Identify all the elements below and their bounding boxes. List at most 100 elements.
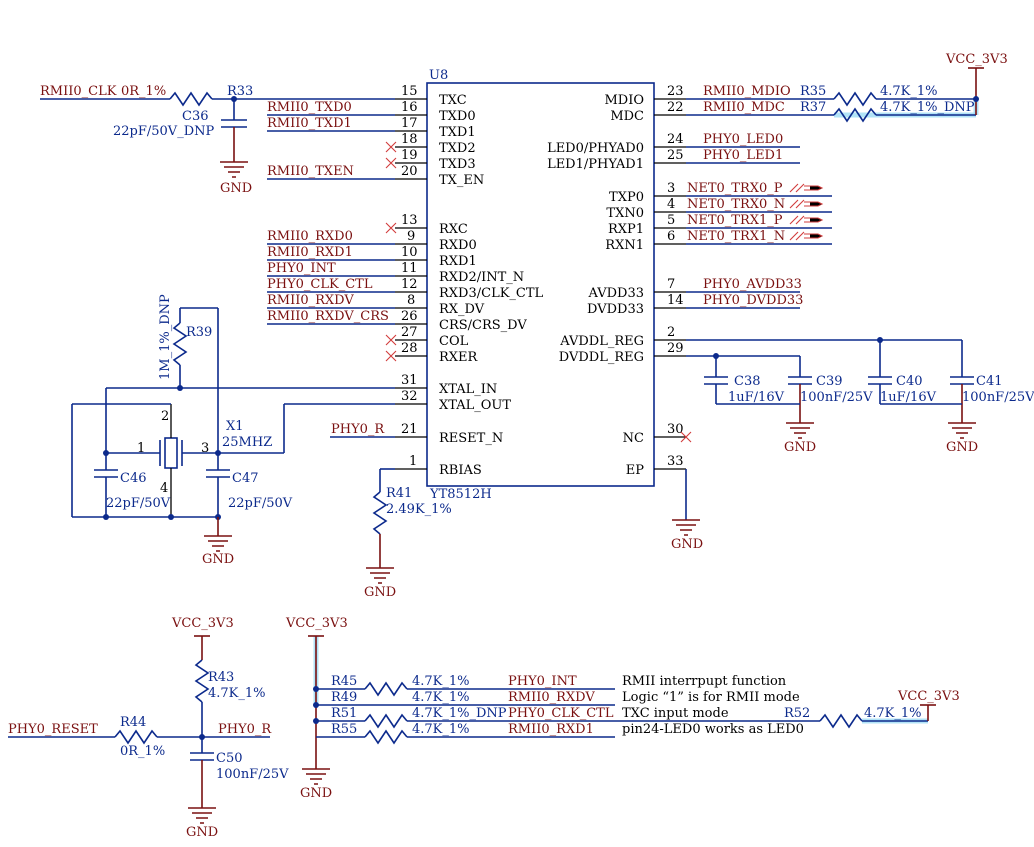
mdio-pullups: [833, 67, 984, 123]
pin-num: 25: [667, 148, 684, 163]
pin-num: 1: [409, 454, 417, 469]
r39-value: 1M_1%_DNP: [158, 294, 173, 380]
pin-name: DVDDL_REG: [559, 350, 644, 365]
c39-ref: C39: [816, 374, 843, 389]
pin-num: 16: [401, 100, 418, 115]
strap-value: 4.7K_1%: [412, 690, 470, 705]
left-pins: [395, 98, 427, 470]
pin-name: RXD3/CLK_CTL: [439, 286, 544, 301]
c38-value: 1uF/16V: [728, 390, 785, 405]
net-label: RMII0_TXD0: [267, 100, 352, 115]
no-connect-mark-pin30: [680, 431, 692, 443]
pin-num: 14: [667, 293, 684, 308]
gnd-label: GND: [671, 537, 703, 552]
net-label: NET0_TRX1_N: [687, 229, 785, 244]
strap-note: Logic “1” is for RMII mode: [622, 690, 800, 705]
gnd-label: GND: [300, 786, 332, 801]
pin-name: EP: [626, 463, 644, 478]
net-label: RMII0_TXEN: [267, 164, 354, 179]
c46-ref: C46: [120, 471, 147, 486]
strap-network: [302, 635, 936, 785]
r52-ref: R52: [784, 706, 810, 721]
net-label: RMII0_RXD0: [267, 229, 353, 244]
pin-num: 32: [401, 389, 418, 404]
r43-value: 4.7K_1%: [208, 686, 266, 701]
strap-value: 4.7K_1%: [412, 674, 470, 689]
pin-name: TXD2: [439, 141, 476, 156]
r44-value: 0R_1%: [120, 744, 165, 759]
net-label: RMII0_RXDV: [267, 293, 354, 308]
net-label: PHY0_LED0: [703, 132, 783, 147]
strap-note: pin24-LED0 works as LED0: [622, 722, 804, 737]
mdio-vcc-label: VCC_3V3: [945, 52, 1008, 67]
strap-net: PHY0_CLK_CTL: [508, 706, 614, 721]
pin-name: RXD1: [439, 254, 477, 269]
right-pins: [654, 98, 686, 470]
pin-name: TXD1: [439, 125, 476, 140]
strap-value: 4.7K_1%_DNP: [412, 706, 507, 721]
r52-value: 4.7K_1%: [864, 706, 922, 721]
ic-body: [426, 82, 655, 487]
net-label: RMII0_RXD1: [267, 245, 353, 260]
clk-c-value: 22pF/50V_DNP: [113, 124, 214, 139]
pin-num: 5: [667, 213, 675, 228]
c39-value: 100nF/25V: [800, 390, 873, 405]
pin-name: RX_DV: [439, 302, 485, 317]
pin-num: 13: [401, 213, 418, 228]
crystal-pin-4: 4: [160, 481, 168, 496]
pin-num: 6: [667, 229, 675, 244]
r37-value: 4.7K_1%_DNP: [880, 100, 975, 115]
pin-name: CRS/CRS_DV: [439, 318, 527, 333]
pin-num: 3: [667, 181, 675, 196]
net-label: PHY0_CLK_CTL: [267, 277, 373, 292]
pin-num: 28: [401, 341, 418, 356]
pin-name: TXP0: [609, 190, 644, 205]
pin-name: AVDD33: [587, 286, 644, 301]
pin-num: 29: [667, 341, 684, 356]
c40-value: 1uF/16V: [880, 390, 937, 405]
pin-name: DVDD33: [587, 302, 644, 317]
pin-num: 30: [667, 422, 684, 437]
pin-name: TXD3: [439, 157, 476, 172]
gnd-label: GND: [186, 825, 218, 840]
strap-value: 4.7K_1%: [412, 722, 470, 737]
strap-net: RMII0_RXDV: [508, 690, 595, 705]
gnd-label: GND: [946, 440, 978, 455]
pin-num: 10: [401, 245, 418, 260]
crystal-pin-2: 2: [161, 409, 169, 424]
c47-ref: C47: [232, 471, 259, 486]
r52-vcc-label: VCC_3V3: [897, 689, 960, 704]
strap-net: RMII0_RXD1: [508, 722, 594, 737]
r39-ref: R39: [186, 325, 212, 340]
pin-name: XTAL_IN: [439, 382, 497, 397]
pin-num: 11: [401, 261, 418, 276]
pin-num: 31: [401, 373, 418, 388]
c46-value: 22pF/50V: [106, 496, 171, 511]
pin-name: TXC: [439, 93, 467, 108]
net-label: NET0_TRX1_P: [687, 213, 783, 228]
strap-ref: R45: [331, 674, 357, 689]
decoupling-network: [686, 337, 976, 439]
net-label: RMII0_TXD1: [267, 116, 352, 131]
pin-name: TX_EN: [439, 173, 484, 188]
pin-name: RXER: [439, 350, 479, 365]
crystal-ref: X1: [226, 419, 244, 434]
pin-num: 8: [407, 293, 415, 308]
pin-num: 9: [407, 229, 415, 244]
left-pin-names: TXC TXD0 TXD1 TXD2 TXD3 TX_EN RXC RXD0 R…: [439, 93, 544, 478]
r37-ref: R37: [800, 100, 826, 115]
gnd-label: GND: [202, 552, 234, 567]
pin-num: 2: [667, 325, 675, 340]
strap-note: RMII interrpupt function: [622, 674, 787, 689]
pin-num: 18: [401, 132, 418, 147]
c40-ref: C40: [896, 374, 923, 389]
r41-value: 2.49K_1%: [386, 502, 452, 517]
rbias-circuit: [366, 468, 395, 584]
diff-pair-markers: [789, 183, 824, 241]
pin-num: 33: [667, 454, 684, 469]
pin-name: LED1/PHYAD1: [547, 157, 644, 172]
pin-num: 20: [401, 164, 418, 179]
pin-num: 22: [667, 100, 684, 115]
pin-name: MDIO: [604, 93, 644, 108]
